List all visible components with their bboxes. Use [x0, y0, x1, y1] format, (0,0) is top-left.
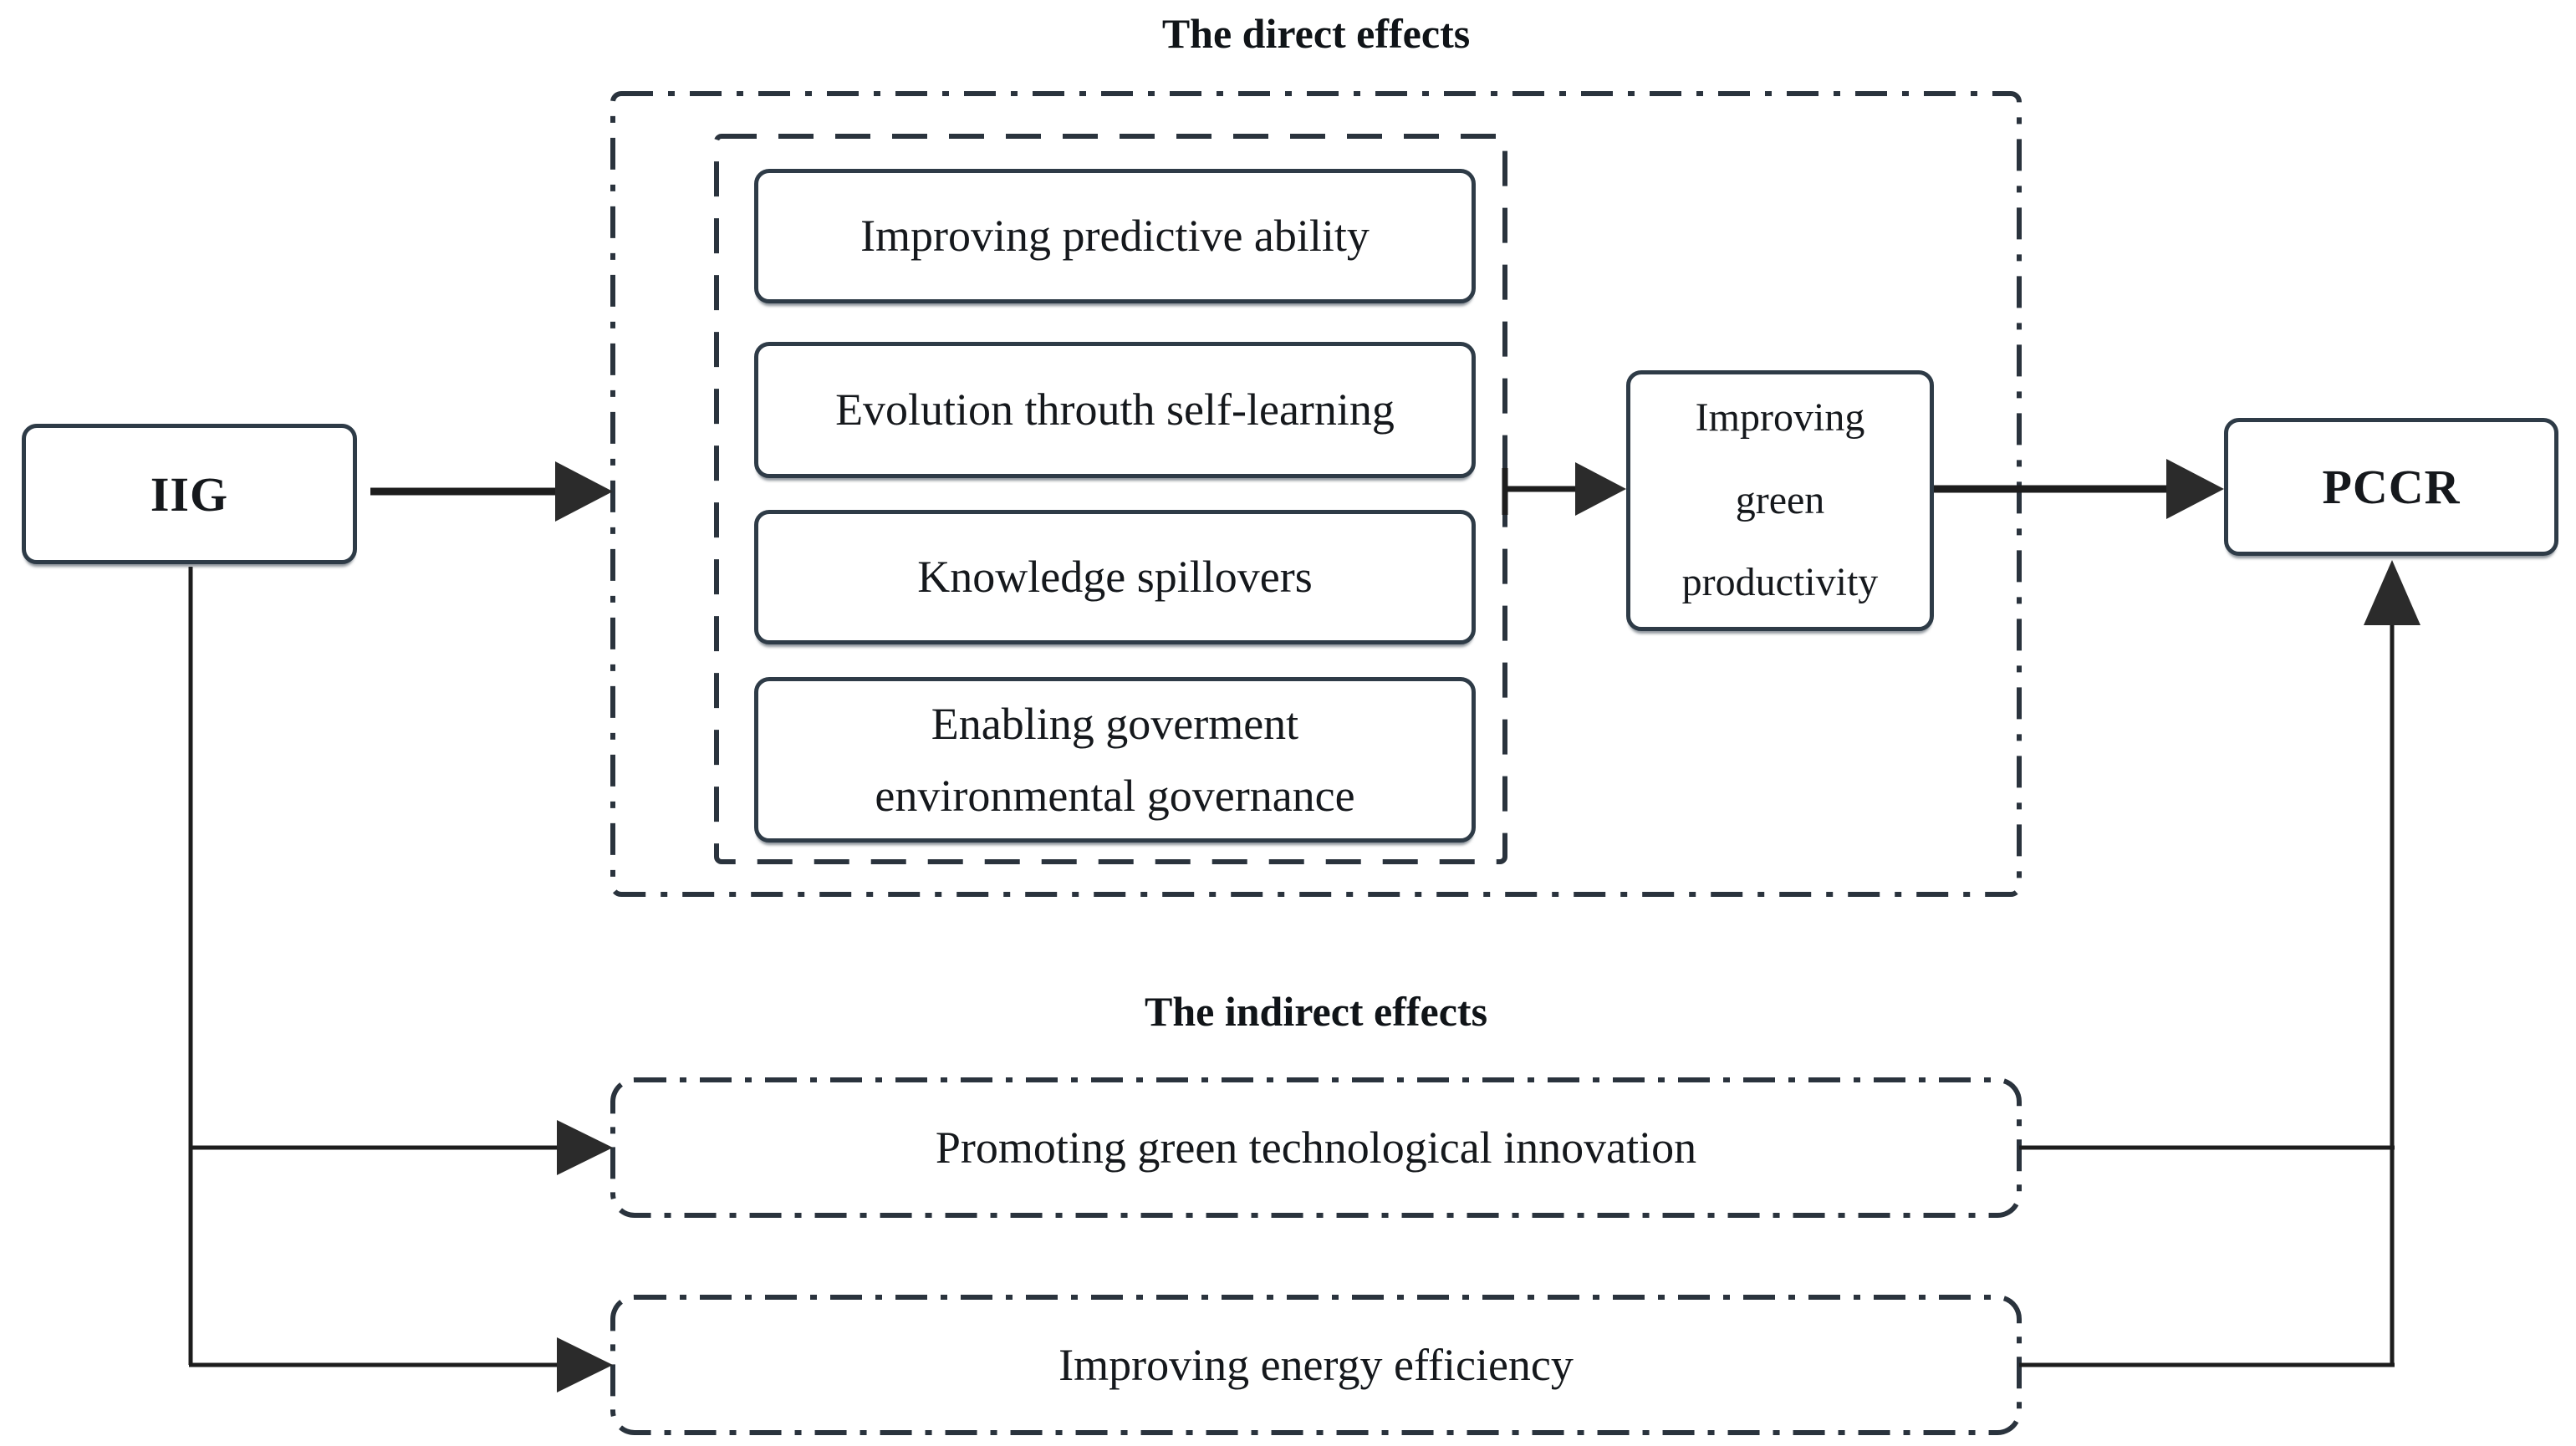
- arrow-iig-to-indirect1-head: [557, 1120, 613, 1175]
- iig-node: IIG: [22, 424, 357, 564]
- arrow-green-to-pccr-head: [2166, 459, 2224, 519]
- arrow-iig-to-indirect2-head: [557, 1337, 613, 1393]
- direct-item-label: Enabling goverment environmental governa…: [875, 698, 1355, 821]
- direct-item-label: Improving predictive ability: [860, 211, 1370, 262]
- arrow-iig-to-direct-head: [555, 461, 613, 522]
- direct-effects-container-border: [610, 91, 2022, 897]
- arrow-indirect-to-pccr-head: [2364, 560, 2420, 625]
- indirect-item-label: Promoting green technological innovation: [935, 1123, 1697, 1173]
- direct-item-label: Knowledge spillovers: [917, 552, 1313, 603]
- pccr-label: PCCR: [2322, 460, 2461, 514]
- arrow-mechanisms-to-green-head: [1575, 462, 1626, 516]
- pccr-node: PCCR: [2224, 418, 2558, 556]
- indirect-effects-title-text: The indirect effects: [1144, 988, 1488, 1035]
- direct-item-self-learning: Evolution throuth self-learning: [754, 342, 1476, 478]
- direct-item-predictive-ability: Improving predictive ability: [754, 169, 1476, 303]
- indirect-item-label: Improving energy efficiency: [1058, 1340, 1574, 1390]
- direct-effects-title: The direct effects: [613, 2, 2019, 65]
- indirect-item-green-innovation: Promoting green technological innovation: [613, 1080, 2019, 1215]
- indirect-item-energy-efficiency: Improving energy efficiency: [613, 1297, 2019, 1433]
- green-productivity-label: Improving green productivity: [1681, 395, 1879, 605]
- direct-item-label: Evolution throuth self-learning: [835, 384, 1395, 435]
- indirect-effects-title: The indirect effects: [613, 980, 2019, 1043]
- iig-label: IIG: [150, 466, 229, 522]
- direct-effects-title-text: The direct effects: [1161, 10, 1471, 57]
- green-productivity-node: Improving green productivity: [1626, 370, 1934, 631]
- direct-item-knowledge-spillovers: Knowledge spillovers: [754, 510, 1476, 644]
- direct-item-government-governance: Enabling goverment environmental governa…: [754, 677, 1476, 843]
